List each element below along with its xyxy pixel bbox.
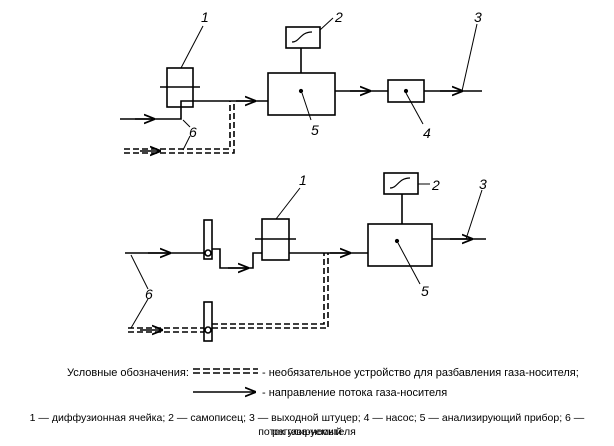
bottom-label-regulated-flow: 6 — [145, 286, 153, 302]
top-label-pump: 4 — [423, 125, 431, 141]
bottom-dilution-line — [212, 253, 329, 329]
top-recorder — [285, 26, 321, 49]
caption-line-2: поток газа-носителя — [258, 426, 356, 438]
bottom-label-recorder: 2 — [431, 177, 440, 193]
legend-dashed-symbol — [193, 368, 258, 374]
bottom-label-cell: 1 — [299, 172, 307, 188]
bottom-diagram-labels: 1 2 3 5 6 — [145, 172, 487, 302]
bottom-analyzer — [367, 223, 433, 267]
legend-arrow-label: - направление потока газа-носителя — [262, 387, 447, 399]
top-diagram-labels: 1 2 3 5 4 6 — [189, 9, 482, 141]
top-label-analyzer: 5 — [311, 122, 319, 138]
bottom-diagram — [125, 172, 486, 342]
top-label-cell: 1 — [201, 9, 209, 25]
legend-title: Условные обозначения: — [67, 367, 189, 379]
caption-line-1: 1 — диффузионная ячейка; 2 — самописец; … — [29, 412, 585, 438]
top-cell-to-analyzer-line — [180, 100, 268, 107]
legend-dashed-label: - необязательное устройство для разбавле… — [262, 367, 579, 379]
top-inlet-line — [120, 107, 182, 120]
bottom-regulator-to-cell-line — [212, 248, 262, 269]
top-diagram — [120, 17, 482, 154]
legend: Условные обозначения: - необязательное у… — [67, 367, 579, 399]
top-analyzer — [267, 72, 336, 116]
top-label-outlet: 3 — [474, 9, 482, 25]
top-label-regulated-flow: 6 — [189, 124, 197, 140]
bottom-regulator-lower — [203, 301, 213, 342]
bottom-recorder — [383, 172, 419, 195]
bottom-regulator-upper — [203, 219, 213, 260]
bottom-label-outlet: 3 — [479, 176, 487, 192]
top-label-recorder: 2 — [334, 9, 343, 25]
top-dilution-line — [124, 101, 235, 154]
bottom-dilution-inlet — [128, 327, 204, 333]
bottom-label-analyzer: 5 — [421, 283, 429, 299]
